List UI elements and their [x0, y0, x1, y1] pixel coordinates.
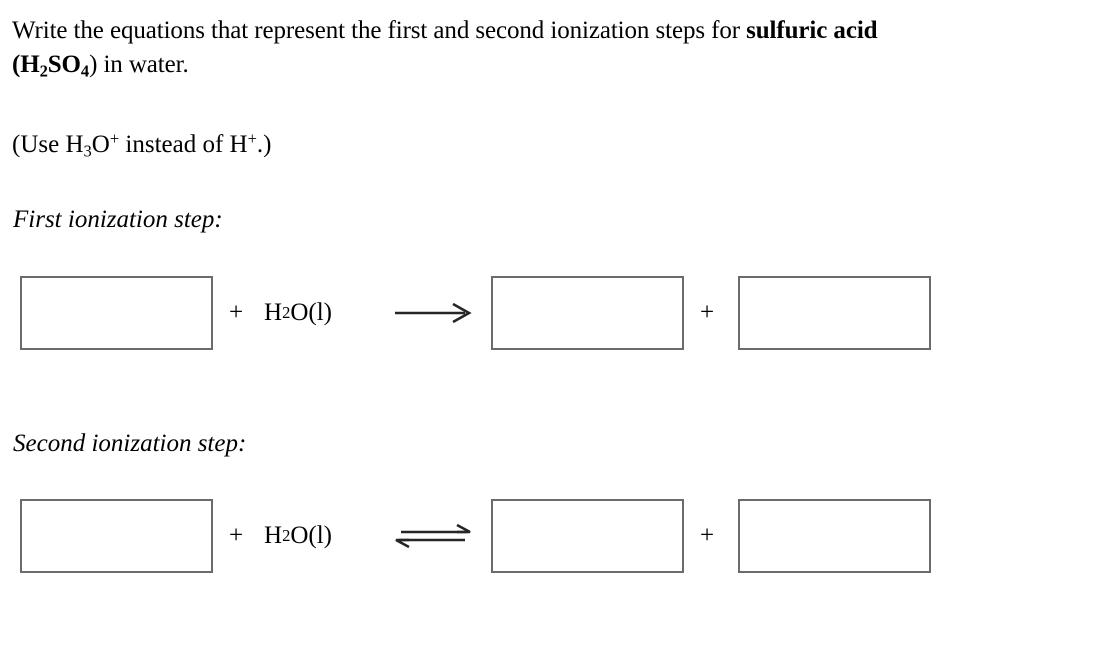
first-step-heading: First ionization step:: [13, 206, 223, 233]
formula-sulfuric-acid: (H2SO4: [12, 51, 90, 81]
hint-middle: instead of H: [119, 131, 248, 158]
second-step-product2-input[interactable]: [738, 499, 931, 573]
hint-lead: (Use H: [12, 131, 84, 158]
formula-paren-close: ): [89, 51, 98, 78]
equilibrium-arrow-icon: [390, 499, 480, 573]
formula-element-h: H: [20, 51, 40, 78]
hint-tail: .): [256, 131, 272, 158]
formula-paren-open: (: [12, 51, 21, 78]
question-term-bold: sulfuric acid: [746, 17, 878, 44]
water-state-label: O(l): [290, 299, 332, 326]
hint-subscript-3: 3: [83, 141, 92, 161]
second-step-plus-left: +: [229, 522, 244, 549]
second-step-heading: Second ionization step:: [13, 430, 247, 457]
first-step-reactant-input[interactable]: [20, 276, 213, 350]
hint-superscript-plus-1: +: [109, 129, 120, 149]
water-state-label: O(l): [290, 522, 332, 549]
formula-group-so: SO: [47, 51, 81, 78]
question-text-lead: Write the equations that represent the f…: [12, 17, 747, 44]
question-prompt: Write the equations that represent the f…: [12, 14, 1092, 82]
first-step-plus-right: +: [700, 299, 715, 326]
second-step-product1-input[interactable]: [491, 499, 684, 573]
first-step-product2-input[interactable]: [738, 276, 931, 350]
hint-element-o: O: [91, 131, 110, 158]
first-step-product1-input[interactable]: [491, 276, 684, 350]
first-step-plus-left: +: [229, 299, 244, 326]
formula-subscript-2: 2: [39, 61, 48, 81]
water-element-h: H: [264, 299, 283, 326]
question-text-tail: in water.: [97, 51, 189, 78]
formula-subscript-4: 4: [80, 61, 90, 81]
single-right-arrow-icon: [390, 276, 480, 350]
hint-superscript-plus-2: +: [247, 129, 257, 149]
second-step-plus-right: +: [700, 522, 715, 549]
water-element-h: H: [264, 522, 283, 549]
second-step-reactant-input[interactable]: [20, 499, 213, 573]
question-hint: (Use H3O+ instead of H+.): [12, 128, 271, 162]
